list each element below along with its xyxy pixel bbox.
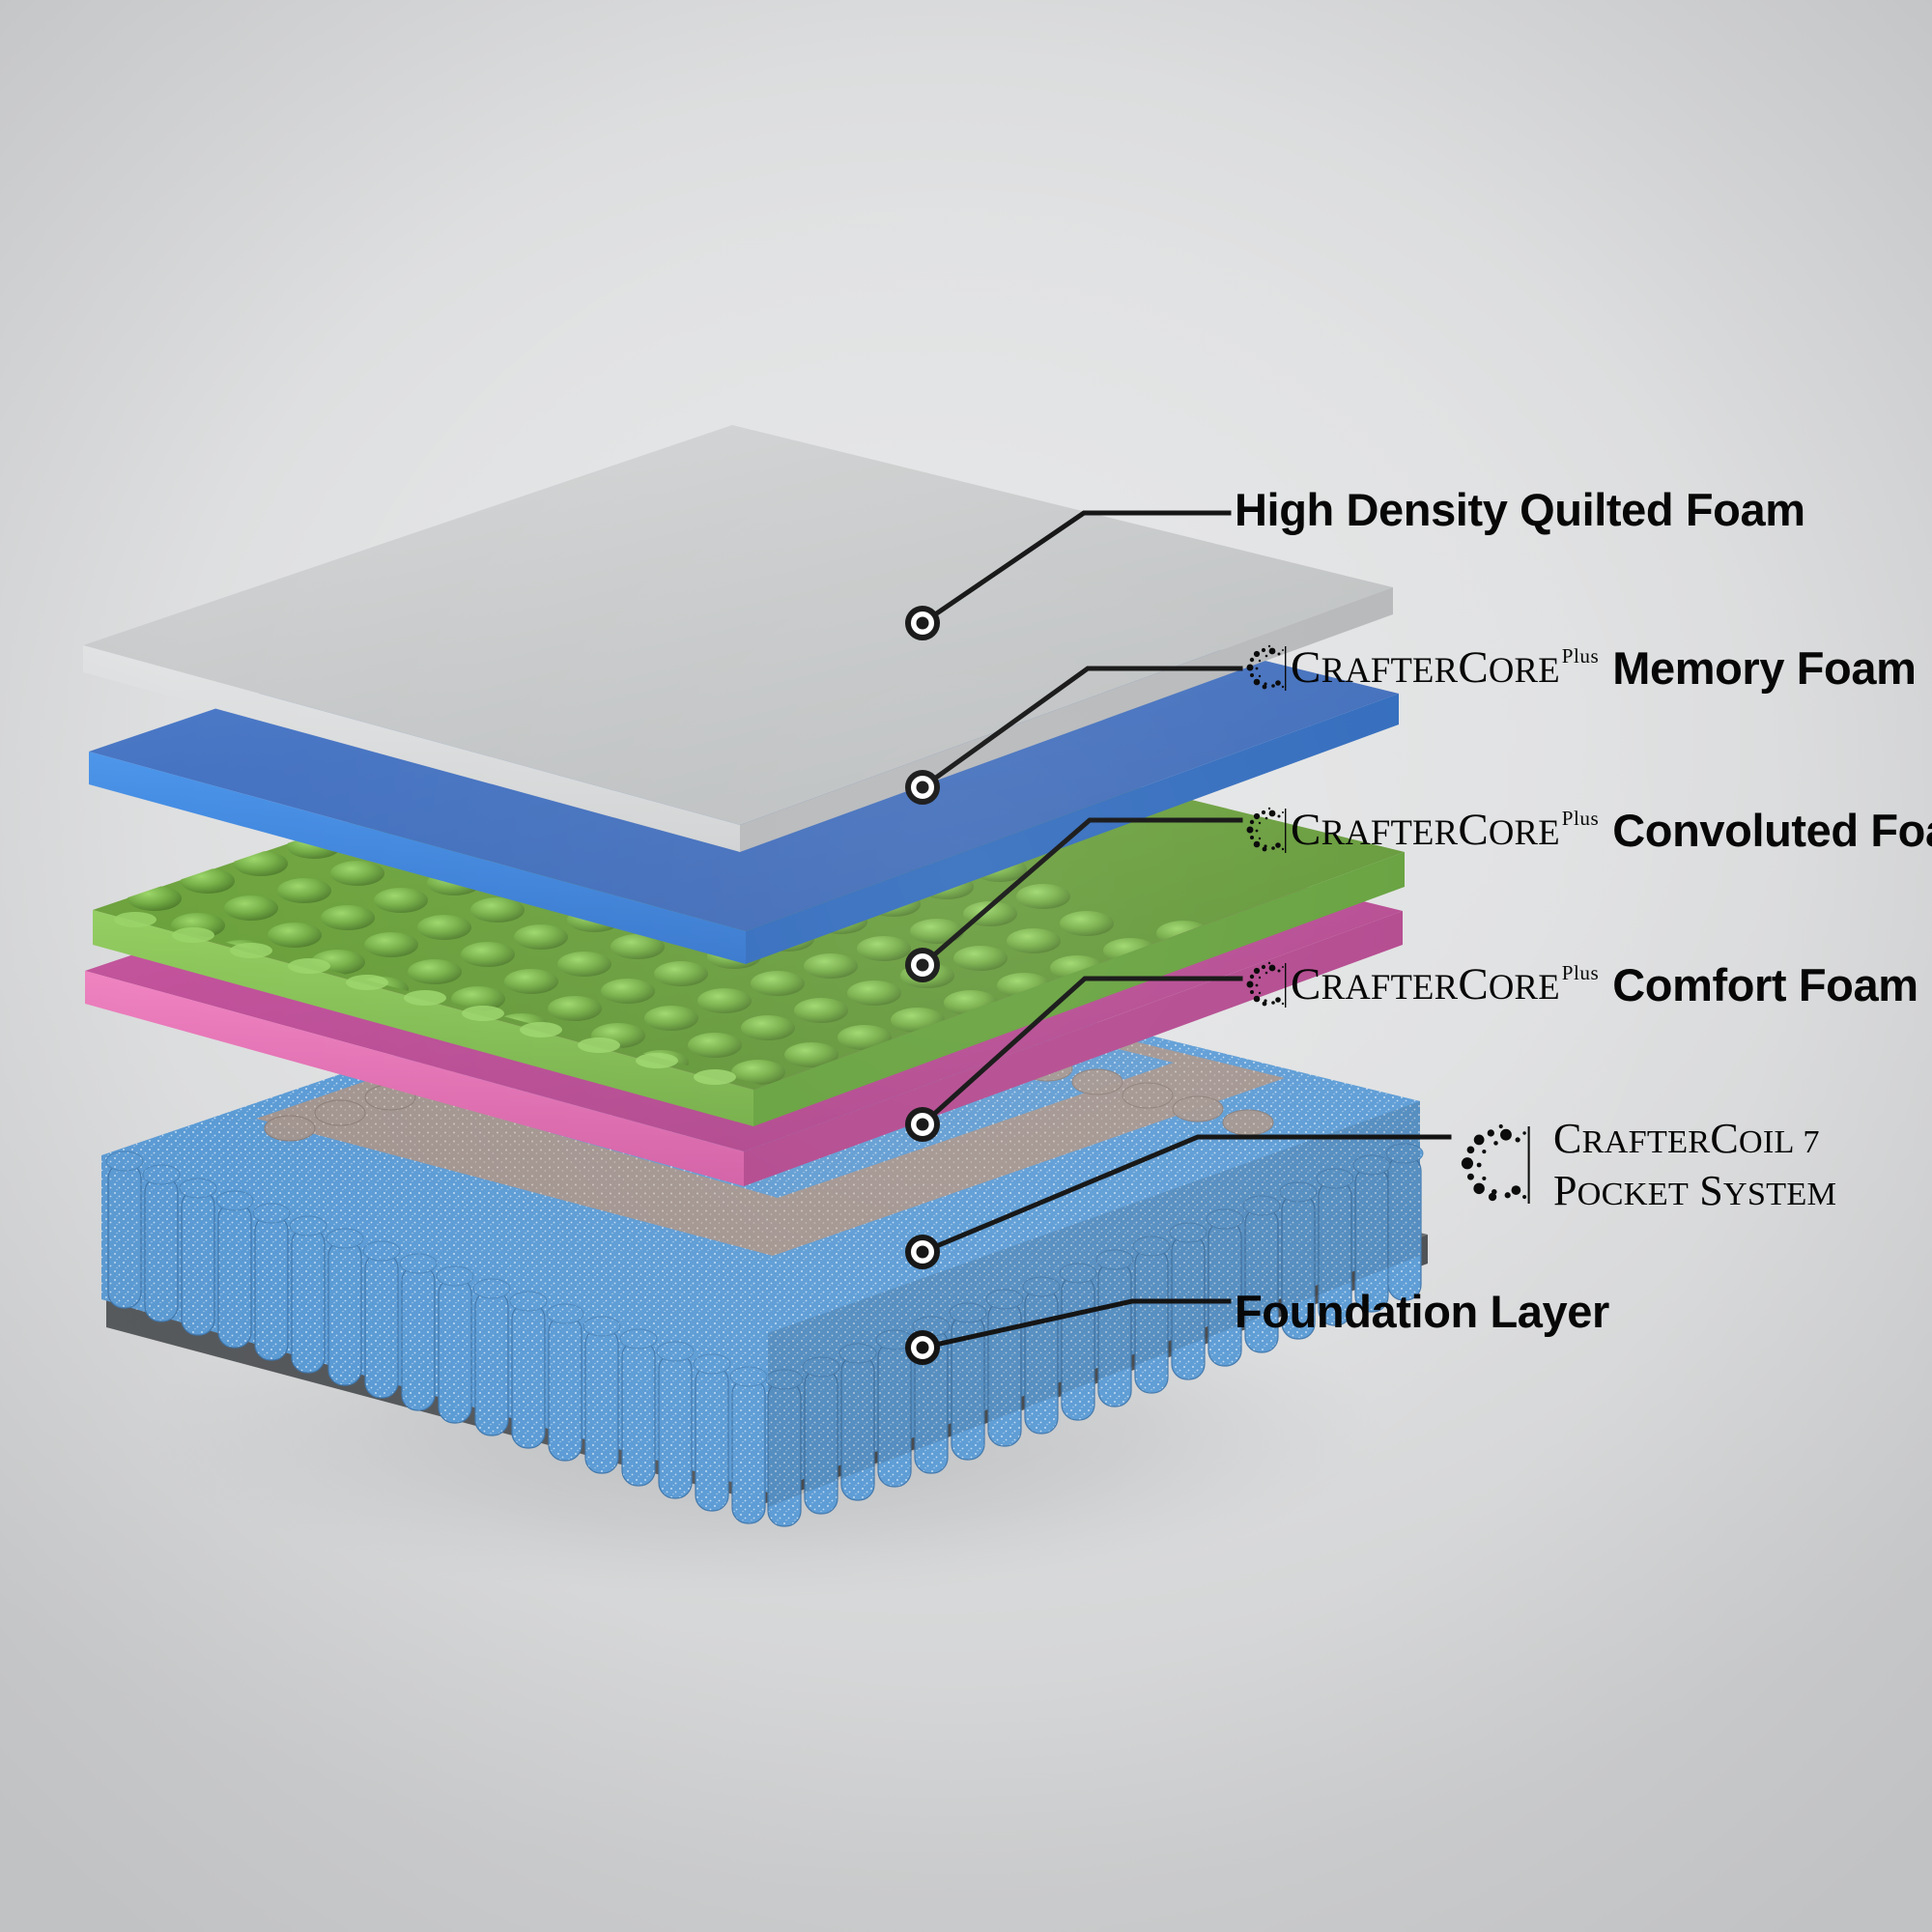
leader-dots [905, 606, 940, 1365]
craftercoil-logo-icon [1461, 1123, 1530, 1204]
brand-craftercore: CRAFTERCOREPlus [1291, 642, 1600, 693]
brand-craftercore: CRAFTERCOREPlus [1291, 959, 1600, 1009]
leader-line-3 [919, 817, 1243, 969]
label-text-quilted-foam: High Density Quilted Foam [1235, 484, 1805, 535]
label-high-density-quilted-foam[interactable]: High Density Quilted Foam [1235, 483, 1805, 536]
leader-line-1 [919, 510, 1232, 627]
leader-line-5 [919, 1134, 1452, 1256]
label-text-convoluted-foam: Convoluted Foam [1612, 805, 1932, 856]
label-craftercore-convoluted-foam[interactable]: CRAFTERCOREPlus Convoluted Foam [1246, 804, 1932, 857]
label-craftercore-comfort-foam[interactable]: CRAFTERCOREPlus Comfort Foam [1246, 958, 1918, 1011]
coil-cylinders-left [107, 1162, 766, 1524]
brand-craftercore: CRAFTERCOREPlus [1291, 805, 1600, 855]
label-craftercore-memory-foam[interactable]: CRAFTERCOREPlus Memory Foam [1246, 641, 1917, 695]
brand-plus-superscript: Plus [1561, 960, 1600, 984]
label-foundation-layer[interactable]: Foundation Layer [1235, 1285, 1609, 1338]
craftercore-logo-icon [1246, 644, 1287, 691]
label-text-memory-foam: Memory Foam [1612, 642, 1917, 694]
craftercore-logo-icon [1246, 961, 1287, 1008]
leader-line-6 [920, 1298, 1232, 1350]
brand-craftercoil-line2: POCKET SYSTEM [1553, 1166, 1837, 1214]
leader-lines [919, 510, 1452, 1350]
brand-plus-superscript: Plus [1561, 806, 1600, 830]
craftercore-logo-icon [1246, 807, 1287, 853]
brand-plus-superscript: Plus [1561, 643, 1600, 668]
label-text-foundation-layer: Foundation Layer [1235, 1286, 1609, 1337]
leader-line-4 [919, 976, 1243, 1128]
leader-line-2 [919, 666, 1243, 791]
brand-craftercoil-line1: CRAFTERCOIL 7 [1553, 1115, 1820, 1162]
label-craftercoil-pocket-system[interactable]: CRAFTERCOIL 7 POCKET SYSTEM [1461, 1113, 1836, 1216]
coil-cylinders-right [767, 1154, 1422, 1527]
label-text-comfort-foam: Comfort Foam [1612, 959, 1918, 1010]
convoluted-edge-scallops [114, 912, 736, 1085]
coil-top-ring [105, 1143, 1424, 1390]
